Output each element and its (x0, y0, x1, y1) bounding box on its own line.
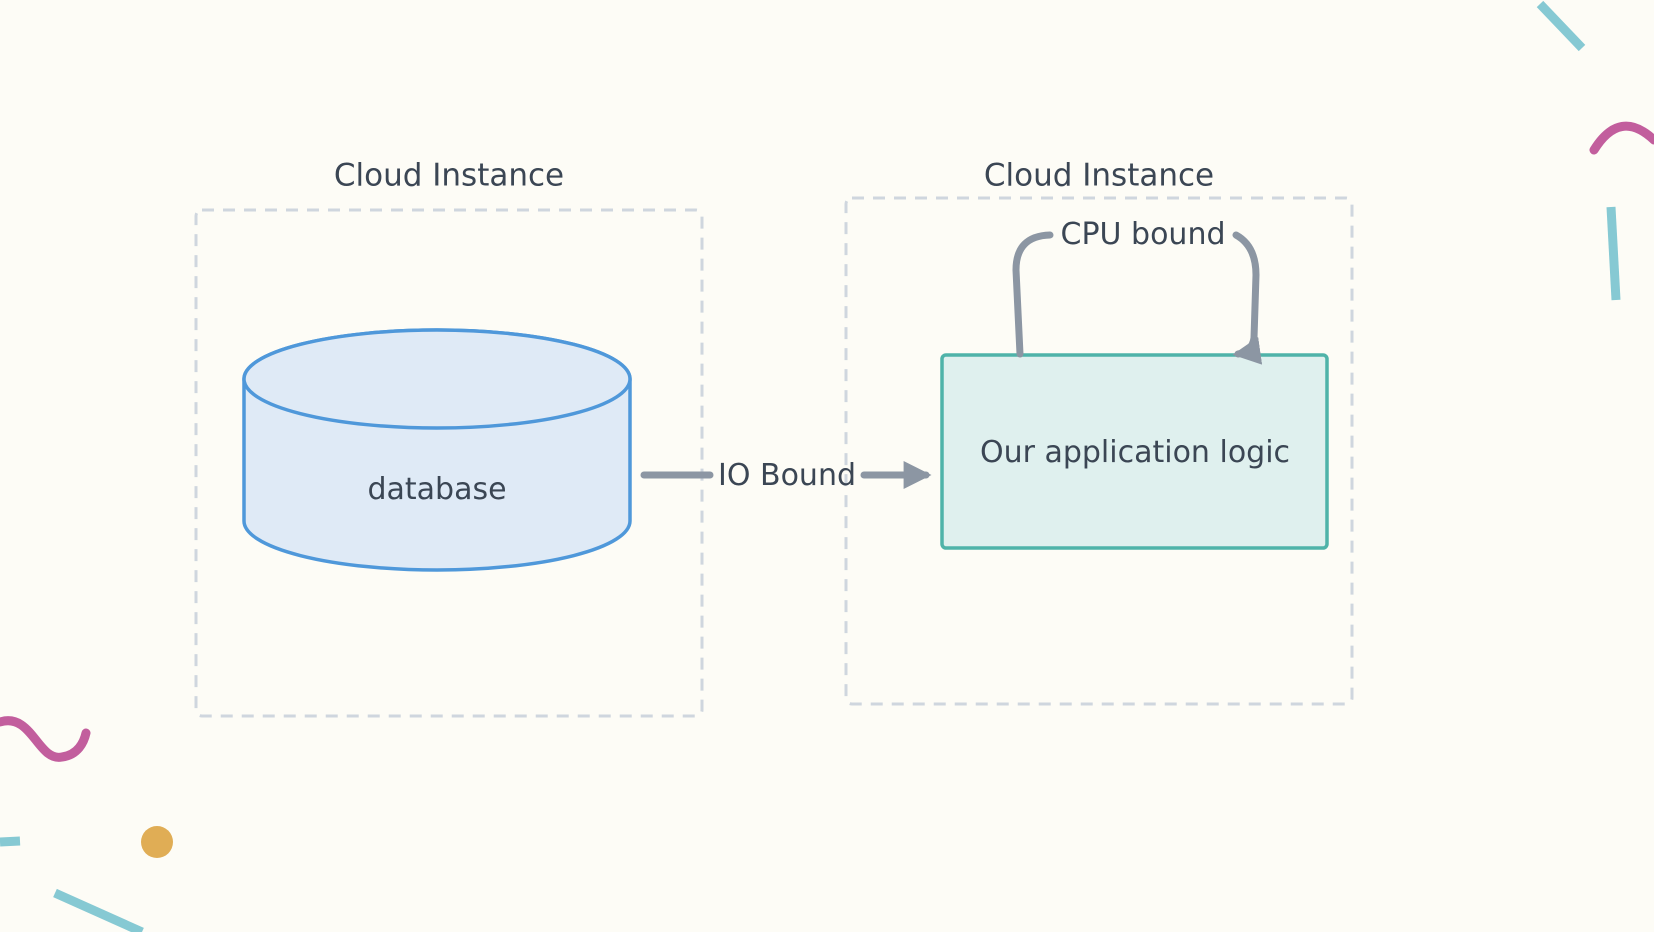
confetti-magenta-wave-left (0, 716, 91, 762)
confetti-gold-dot (141, 826, 173, 858)
confetti-teal-dash-right (1606, 206, 1621, 301)
io-bound-label: IO Bound (717, 458, 857, 493)
database-label: database (367, 472, 507, 507)
app-logic-box (940, 353, 1329, 550)
confetti-magenta-arc-right (1589, 121, 1654, 155)
cpu-loop-arrow (1232, 231, 1263, 365)
confetti-teal-dash-left (0, 836, 21, 847)
app-logic-label: Our application logic (979, 435, 1291, 470)
cpu-loop-left-segment (1012, 231, 1054, 358)
cloud-instance-title-left: Cloud Instance (333, 157, 565, 194)
cpu-bound-label: CPU bound (1060, 217, 1226, 252)
cloud-instance-title-right: Cloud Instance (983, 157, 1215, 194)
confetti-teal-dash-bottom (53, 888, 144, 932)
database-cylinder (242, 328, 632, 572)
confetti-teal-dash-top-right (1536, 0, 1586, 52)
database-cylinder-top (242, 328, 632, 430)
